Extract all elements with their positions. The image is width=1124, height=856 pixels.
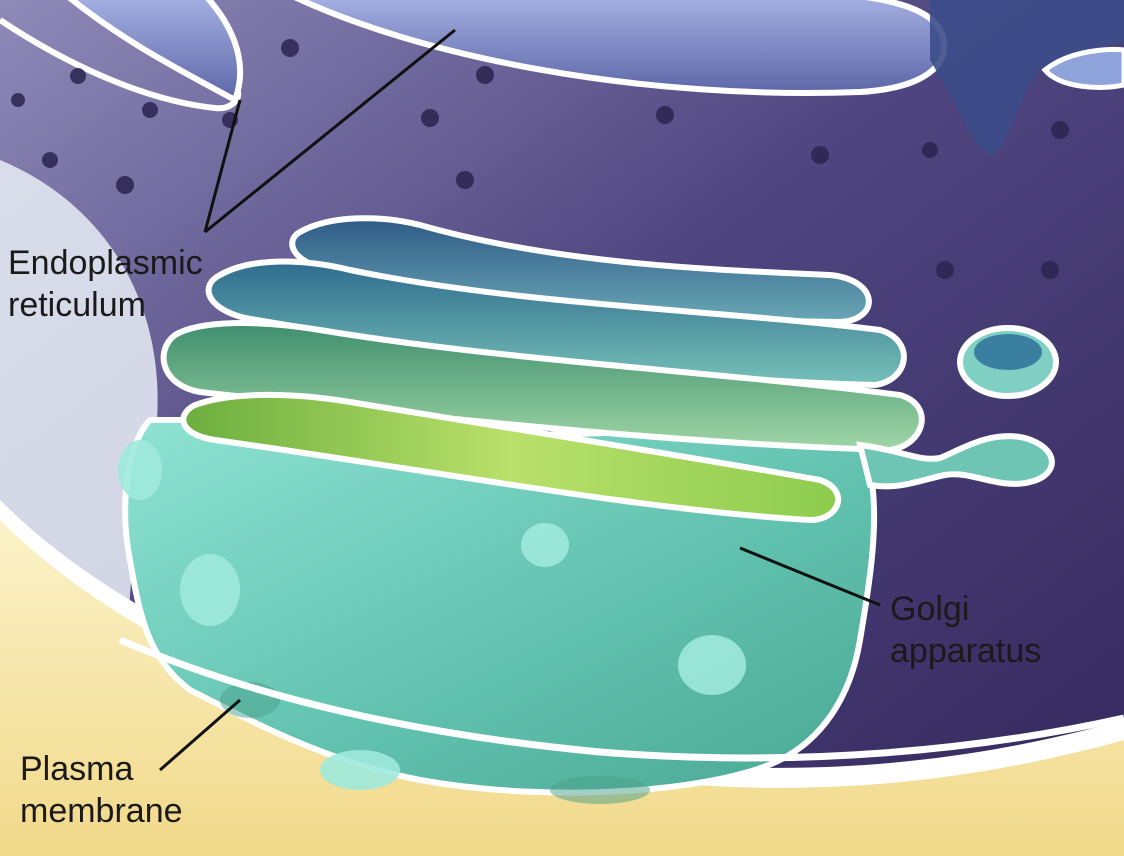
label-golgi-apparatus-line-2: apparatus <box>890 632 1042 670</box>
leader-line-er-2 <box>204 28 456 234</box>
leader-line-golgi <box>739 546 881 607</box>
label-endoplasmic-reticulum-line-2: reticulum <box>8 286 146 324</box>
leader-line-plasma-membrane <box>159 698 241 772</box>
label-golgi-apparatus: Golgi apparatus <box>890 588 1041 672</box>
label-endoplasmic-reticulum-line-1: Endoplasmic <box>8 244 203 282</box>
label-golgi-apparatus-line-1: Golgi <box>890 590 970 628</box>
label-plasma-membrane: Plasma membrane <box>20 748 183 832</box>
label-plasma-membrane-line-2: membrane <box>20 792 183 830</box>
label-endoplasmic-reticulum: Endoplasmic reticulum <box>8 242 203 326</box>
leader-lines <box>159 28 881 772</box>
label-plasma-membrane-line-1: Plasma <box>20 750 134 788</box>
leader-line-er-1 <box>203 99 242 233</box>
